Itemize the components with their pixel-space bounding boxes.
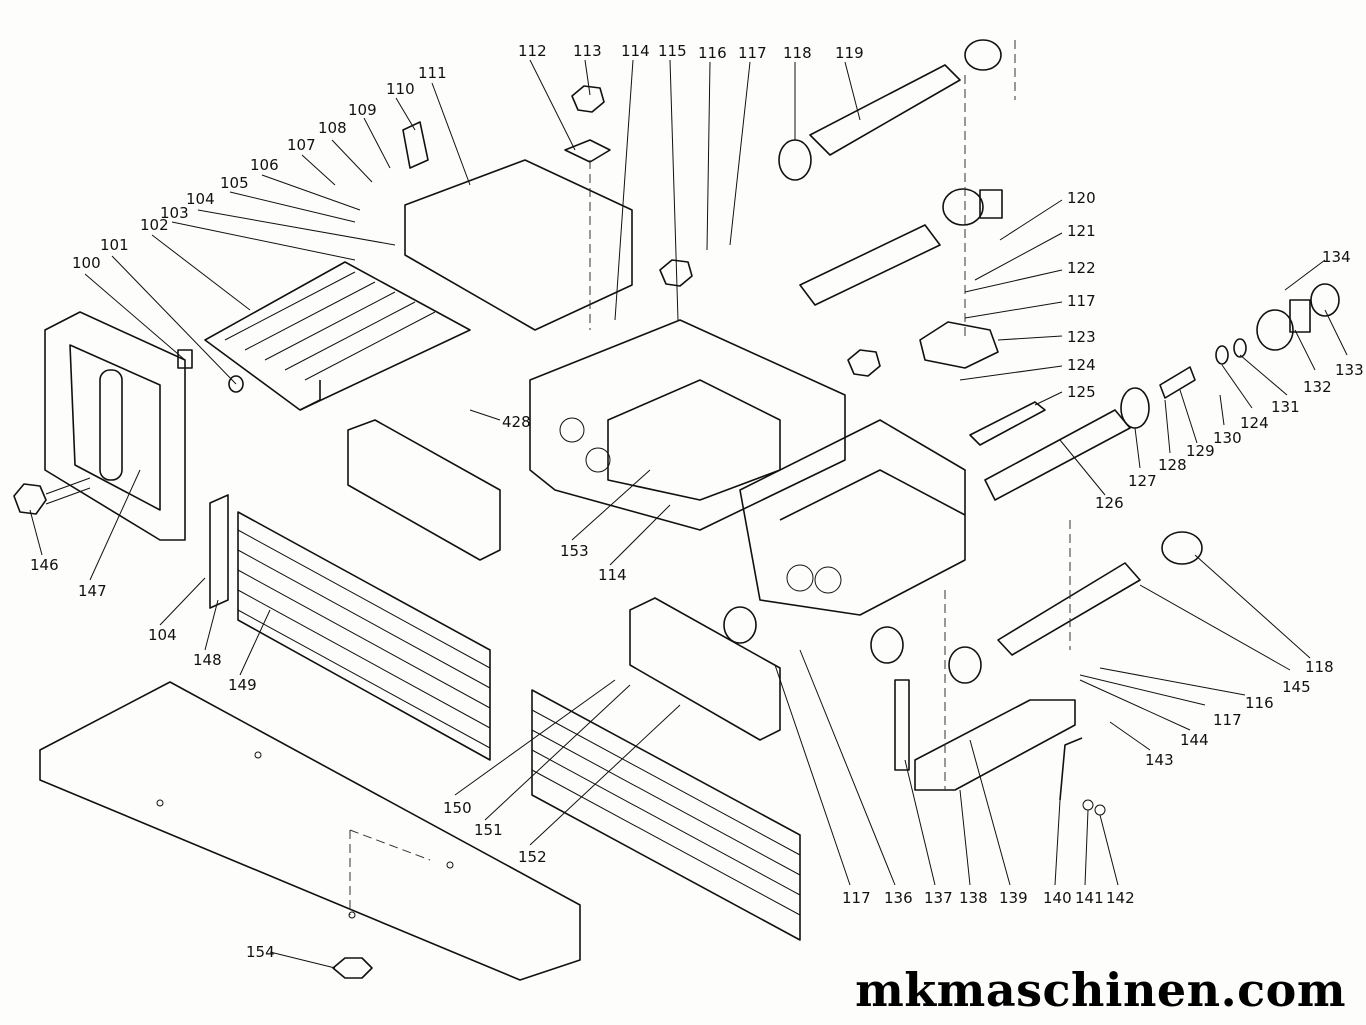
callout-111: 111: [418, 64, 447, 82]
callout-153: 153: [560, 542, 589, 560]
callout-117-b: 117: [1067, 292, 1096, 310]
callout-147: 147: [78, 582, 107, 600]
callout-137: 137: [924, 889, 953, 907]
callout-115: 115: [658, 42, 687, 60]
callout-151: 151: [474, 821, 503, 839]
callout-149: 149: [228, 676, 257, 694]
callout-131: 131: [1271, 398, 1300, 416]
callout-100: 100: [72, 254, 101, 272]
callout-112: 112: [518, 42, 547, 60]
callout-140: 140: [1043, 889, 1072, 907]
callout-133: 133: [1335, 361, 1364, 379]
callout-104-b: 104: [148, 626, 177, 644]
watermark-text: mkmaschinen.com: [855, 963, 1346, 1017]
callout-110: 110: [386, 80, 415, 98]
callout-125: 125: [1067, 383, 1096, 401]
callout-117-c: 117: [842, 889, 871, 907]
callout-142: 142: [1106, 889, 1135, 907]
callout-145: 145: [1282, 678, 1311, 696]
callout-150: 150: [443, 799, 472, 817]
callout-106: 106: [250, 156, 279, 174]
callout-109: 109: [348, 101, 377, 119]
callout-146: 146: [30, 556, 59, 574]
callout-113: 113: [573, 42, 602, 60]
callout-148: 148: [193, 651, 222, 669]
callout-141: 141: [1075, 889, 1104, 907]
callout-136: 136: [884, 889, 913, 907]
callout-123: 123: [1067, 328, 1096, 346]
callout-428: 428: [502, 413, 531, 431]
callout-119: 119: [835, 44, 864, 62]
part-drawings: [13, 39, 1340, 981]
callout-118-b: 118: [1305, 658, 1334, 676]
callout-118-top: 118: [783, 44, 812, 62]
callout-126: 126: [1095, 494, 1124, 512]
callout-143: 143: [1145, 751, 1174, 769]
callout-105: 105: [220, 174, 249, 192]
callout-124-a: 124: [1067, 356, 1096, 374]
callout-139: 139: [999, 889, 1028, 907]
callout-117-d: 117: [1213, 711, 1242, 729]
callout-154: 154: [246, 943, 275, 961]
leader-lines: [29, 59, 1348, 969]
callout-116-b: 116: [1245, 694, 1274, 712]
callout-152: 152: [518, 848, 547, 866]
callout-129: 129: [1186, 442, 1215, 460]
callout-114-b: 114: [598, 566, 627, 584]
callout-122: 122: [1067, 259, 1096, 277]
callout-132: 132: [1303, 378, 1332, 396]
part-callouts: 100 101 102 103 104 105 106 107 108 109 …: [30, 42, 1364, 961]
callout-127: 127: [1128, 472, 1157, 490]
callout-128: 128: [1158, 456, 1187, 474]
callout-102: 102: [140, 216, 169, 234]
callout-101: 101: [100, 236, 129, 254]
callout-103: 103: [160, 204, 189, 222]
callout-114-top: 114: [621, 42, 650, 60]
callout-134: 134: [1322, 248, 1351, 266]
callout-107: 107: [287, 136, 316, 154]
callout-120: 120: [1067, 189, 1096, 207]
callout-108: 108: [318, 119, 347, 137]
callout-121: 121: [1067, 222, 1096, 240]
callout-138: 138: [959, 889, 988, 907]
callout-124-b: 124: [1240, 414, 1269, 432]
callout-104: 104: [186, 190, 215, 208]
callout-117-top: 117: [738, 44, 767, 62]
callout-116-top: 116: [698, 44, 727, 62]
callout-130: 130: [1213, 429, 1242, 447]
callout-144: 144: [1180, 731, 1209, 749]
